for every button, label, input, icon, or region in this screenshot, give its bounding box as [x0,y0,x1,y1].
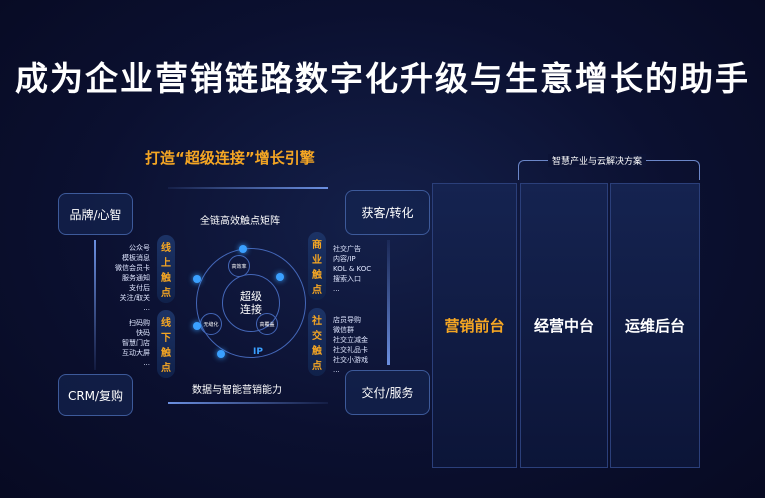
commercial-list: 社交广告内容/IP KOL & KOC 搜索入口... [333,244,393,294]
sub-circle-top: 高效率 [228,255,250,277]
center-circle: 超级连接 [222,274,280,332]
node-deliver: 交付/服务 [345,370,430,415]
sub-label: 无缝化 [203,321,219,328]
link-icon [193,275,201,283]
center-label: 超级连接 [240,290,262,316]
touchpoint-item: 服务通知 [122,274,150,282]
node-crm: CRM/复购 [58,374,133,416]
touchpoint-item: KOL & KOC [333,265,372,273]
column-label: 经营中台 [533,317,594,335]
social-list: 店员导购微信群社交立减金社交礼品卡社交小游戏... [333,315,393,375]
touchpoint-item: 快码 [136,329,150,337]
connect-icon [239,245,247,253]
chat-icon [276,273,284,281]
column-label: 运维后台 [624,317,685,335]
offline-list: 扫码购快码智慧门店互动大屏... [100,318,150,368]
column-operation: 经营中台 [520,183,608,468]
touchpoint-item: 社交广告 [333,245,361,253]
touchpoint-item: 支付后 [129,284,150,292]
cloud-icon [217,350,225,358]
outer-ring [196,248,306,358]
column-label: 营销前台 [444,317,505,335]
touchpoint-item: 公众号 [129,244,150,252]
touchpoint-item: ... [333,366,340,374]
touchpoint-item: 社交小游戏 [333,356,368,364]
right-arrow [387,240,390,365]
touchpoint-item: 扫码购 [129,319,150,327]
online-list: 公众号模板消息微信会员卡服务通知支付后关注/取关... [100,243,150,313]
pill-offline: 线下触点 [157,310,175,378]
touchpoint-item: 模板消息 [122,254,150,262]
node-acquire: 获客/转化 [345,190,430,235]
bottom-arrow [168,402,328,404]
page-title: 成为企业营销链路数字化升级与生意增长的助手 [15,59,750,98]
matrix-title: 全链高效触点矩阵 [200,216,280,227]
pill-label: 社交触点 [312,316,322,372]
pill-label: 商业触点 [312,240,322,296]
pill-label: 线下触点 [161,318,171,374]
touchpoint-item: ... [143,359,150,367]
touchpoint-item: 内容/IP [333,255,356,263]
pill-commercial: 商业触点 [308,232,326,300]
left-arrow [94,240,96,370]
touchpoint-item: 微信群 [333,326,354,334]
wechat-icon [193,322,201,330]
column-ops-backend: 运维后台 [610,183,700,468]
touchpoint-item: ... [143,304,150,312]
pill-social: 社交触点 [308,308,326,376]
touchpoint-item: 社交立减金 [333,336,368,344]
node-brand: 品牌/心智 [58,193,133,235]
touchpoint-item: 搜索入口 [333,275,361,283]
sub-circle-right: 高覆盖 [256,313,278,335]
sub-label: 高覆盖 [259,321,275,328]
touchpoint-item: 智慧门店 [122,339,150,347]
touchpoint-item: 关注/取关 [119,294,150,302]
touchpoint-item: 社交礼品卡 [333,346,368,354]
column-marketing: 营销前台 [432,183,517,468]
capability-title: 数据与智能营销能力 [192,385,282,396]
pill-online: 线上触点 [157,235,175,303]
sub-circle-left: 无缝化 [200,313,222,335]
pill-label: 线上触点 [161,243,171,299]
top-arrow [168,187,328,189]
touchpoint-item: 店员导购 [333,316,361,324]
touchpoint-item: 互动大屏 [122,349,150,357]
solution-label: 智慧产业与云解决方案 [548,154,647,167]
touchpoint-item: 微信会员卡 [115,264,150,272]
touchpoint-item: ... [333,285,340,293]
engine-title: 打造“超级连接”增长引擎 [145,149,315,167]
ip-label: IP [253,347,263,357]
sub-label: 高效率 [231,263,247,270]
